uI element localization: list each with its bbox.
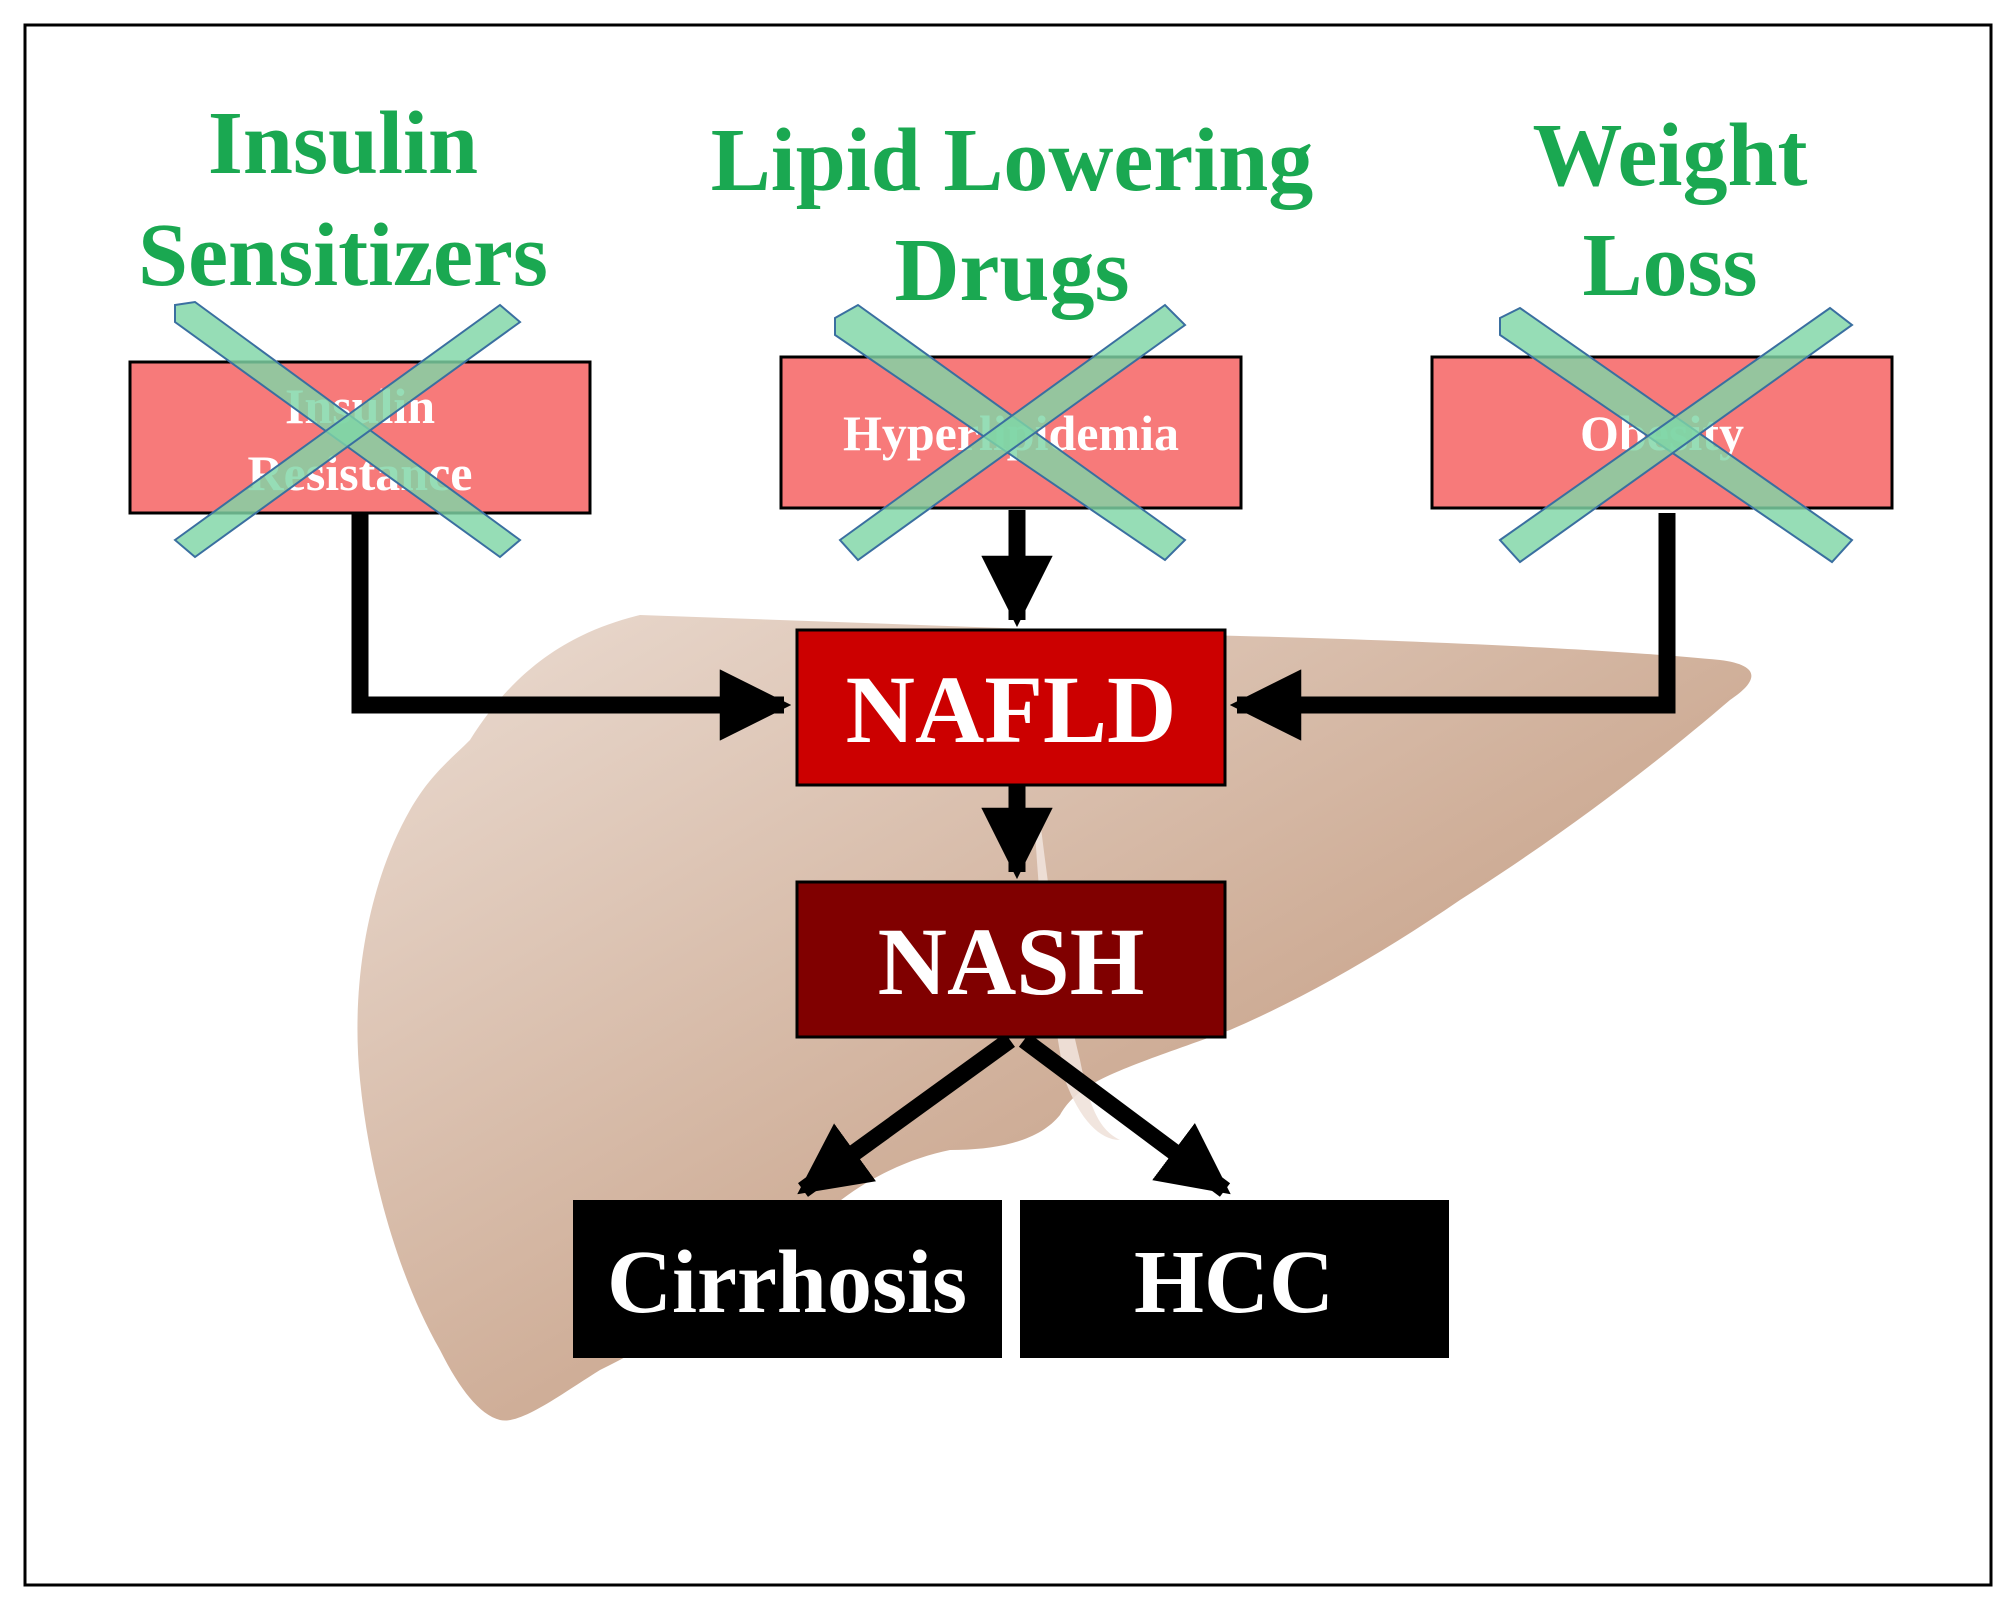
treatment-insulin-sensitizers: Insulin Sensitizers xyxy=(138,94,548,305)
treatment-label-line: Lipid Lowering xyxy=(711,111,1314,210)
outcome-hcc-label: HCC xyxy=(1134,1233,1334,1332)
treatment-weight-loss: Weight Loss xyxy=(1532,106,1807,315)
treatment-label-line: Drugs xyxy=(894,221,1129,320)
outcome-hcc: HCC xyxy=(1020,1200,1449,1358)
stage-nafld-label: NAFLD xyxy=(846,656,1177,763)
treatment-label-line: Weight xyxy=(1532,106,1807,205)
stage-nafld: NAFLD xyxy=(795,628,1227,787)
outcome-cirrhosis-label: Cirrhosis xyxy=(607,1233,967,1332)
treatment-label-line: Sensitizers xyxy=(138,206,548,305)
arrow-nash-to-cirrhosis xyxy=(797,1033,1015,1197)
treatment-label-line: Insulin xyxy=(208,94,478,193)
arrow-nash-to-hcc xyxy=(1018,1033,1231,1197)
arrows xyxy=(351,510,1676,1197)
treatment-label-line: Loss xyxy=(1582,216,1757,315)
arrow-insulin-to-nafld xyxy=(351,513,792,741)
cross-out-obesity-icon xyxy=(1498,306,1854,564)
stage-nash-label: NASH xyxy=(878,908,1145,1015)
outcome-cirrhosis: Cirrhosis xyxy=(573,1200,1002,1358)
treatment-lipid-lowering-drugs: Lipid Lowering Drugs xyxy=(711,111,1314,320)
arrow-obesity-to-nafld xyxy=(1229,513,1676,741)
cross-out-insulin-resistance-icon xyxy=(173,300,522,559)
cross-out-hyperlipidemia-icon xyxy=(834,303,1187,562)
stage-nash: NASH xyxy=(795,880,1227,1039)
